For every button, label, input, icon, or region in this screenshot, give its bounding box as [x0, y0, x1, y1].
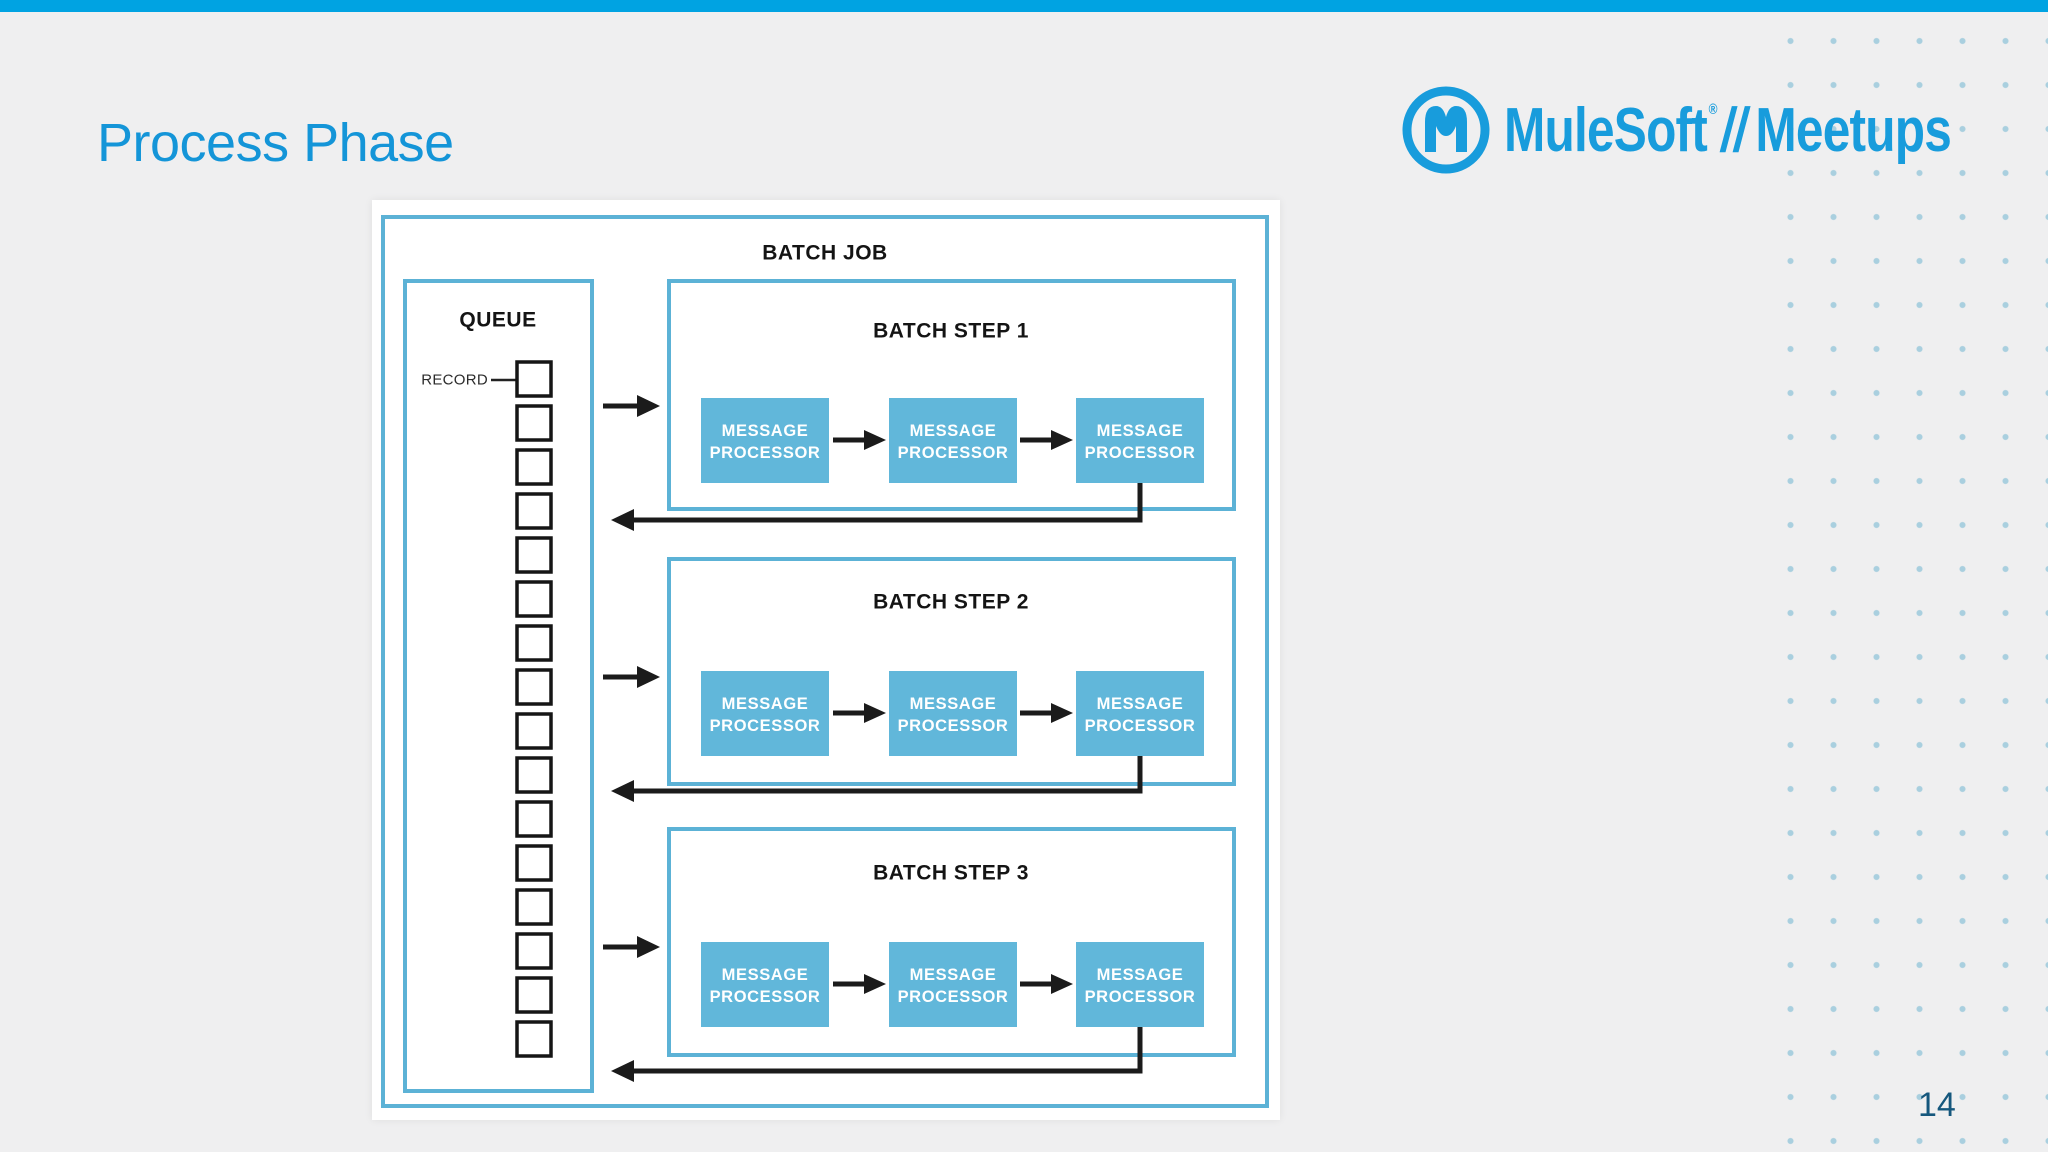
- message-processor-box: MESSAGE PROCESSOR: [889, 942, 1017, 1027]
- svg-text:MESSAGE: MESSAGE: [910, 422, 997, 440]
- message-processor-box: MESSAGE PROCESSOR: [701, 942, 829, 1027]
- message-processor-box: MESSAGE PROCESSOR: [889, 398, 1017, 483]
- svg-text:MESSAGE: MESSAGE: [722, 966, 809, 984]
- record-square: [515, 712, 553, 750]
- svg-text:PROCESSOR: PROCESSOR: [898, 444, 1009, 462]
- step2-return-arrow: [611, 756, 1143, 802]
- svg-text:PROCESSOR: PROCESSOR: [710, 717, 821, 735]
- record-square: [515, 932, 553, 970]
- batch-job-label: BATCH JOB: [762, 242, 887, 265]
- record-label: RECORD: [421, 372, 488, 389]
- record-square: [515, 360, 553, 398]
- processor-flow-arrow: [833, 974, 886, 994]
- page-title: Process Phase: [97, 113, 454, 173]
- record-square: [515, 1020, 553, 1058]
- batch-step-2-label: BATCH STEP 2: [873, 591, 1029, 614]
- record-square: [515, 448, 553, 486]
- dot-pattern: [1786, 26, 2048, 1152]
- step3-return-arrow: [611, 1027, 1143, 1082]
- page-number: 14: [1918, 1086, 1956, 1124]
- record-square: [515, 800, 553, 838]
- processor-flow-arrow: [1020, 430, 1073, 450]
- batch-process-diagram: BATCH JOB QUEUE RECORD: [381, 215, 1269, 1108]
- processor-flow-arrow: [833, 430, 886, 450]
- message-processor-box: MESSAGE PROCESSOR: [889, 671, 1017, 756]
- svg-text:MESSAGE: MESSAGE: [910, 966, 997, 984]
- svg-text:PROCESSOR: PROCESSOR: [1085, 717, 1196, 735]
- record-square: [515, 888, 553, 926]
- record-square: [515, 668, 553, 706]
- processor-flow-arrow: [1020, 974, 1073, 994]
- logo-slashes: //: [1717, 95, 1752, 165]
- svg-text:PROCESSOR: PROCESSOR: [1085, 988, 1196, 1006]
- svg-text:MESSAGE: MESSAGE: [722, 695, 809, 713]
- message-processor-box: MESSAGE PROCESSOR: [1076, 398, 1204, 483]
- record-square: [515, 844, 553, 882]
- logo-wordmark: MuleSoft®//Meetups: [1504, 95, 1952, 166]
- svg-text:PROCESSOR: PROCESSOR: [710, 988, 821, 1006]
- queue-label: QUEUE: [459, 309, 536, 332]
- record-square: [515, 492, 553, 530]
- record-square: [515, 404, 553, 442]
- processor-flow-arrow: [1020, 703, 1073, 723]
- batch-step-1-label: BATCH STEP 1: [873, 320, 1029, 343]
- record-square: [515, 976, 553, 1014]
- svg-text:MESSAGE: MESSAGE: [910, 695, 997, 713]
- queue-record-squares: [515, 360, 553, 1058]
- svg-text:MESSAGE: MESSAGE: [1097, 422, 1184, 440]
- svg-text:MESSAGE: MESSAGE: [1097, 966, 1184, 984]
- record-square: [515, 624, 553, 662]
- record-square: [515, 536, 553, 574]
- message-processor-box: MESSAGE PROCESSOR: [1076, 942, 1204, 1027]
- top-accent-bar: [0, 0, 2048, 12]
- logo-suffix: Meetups: [1755, 95, 1951, 165]
- message-processor-box: MESSAGE PROCESSOR: [701, 398, 829, 483]
- batch-step-3-label: BATCH STEP 3: [873, 862, 1029, 885]
- mulesoft-logo-icon: [1402, 86, 1490, 174]
- processor-flow-arrow: [833, 703, 886, 723]
- mulesoft-meetups-logo: MuleSoft®//Meetups: [1402, 84, 2048, 176]
- svg-text:PROCESSOR: PROCESSOR: [898, 988, 1009, 1006]
- queue-box: [403, 279, 594, 1093]
- diagram-panel: BATCH JOB QUEUE RECORD: [372, 200, 1280, 1120]
- message-processor-box: MESSAGE PROCESSOR: [701, 671, 829, 756]
- record-square: [515, 580, 553, 618]
- logo-brand: MuleSoft: [1504, 95, 1708, 165]
- svg-text:PROCESSOR: PROCESSOR: [898, 717, 1009, 735]
- message-processor-box: MESSAGE PROCESSOR: [1076, 671, 1204, 756]
- queue-to-step1-arrow: [603, 395, 660, 417]
- svg-text:MESSAGE: MESSAGE: [1097, 695, 1184, 713]
- queue-to-step3-arrow: [603, 936, 660, 958]
- logo-registered-mark: ®: [1708, 100, 1718, 118]
- svg-text:MESSAGE: MESSAGE: [722, 422, 809, 440]
- svg-text:PROCESSOR: PROCESSOR: [710, 444, 821, 462]
- record-square: [515, 756, 553, 794]
- step1-return-arrow: [611, 483, 1143, 531]
- queue-to-step2-arrow: [603, 666, 660, 688]
- svg-text:PROCESSOR: PROCESSOR: [1085, 444, 1196, 462]
